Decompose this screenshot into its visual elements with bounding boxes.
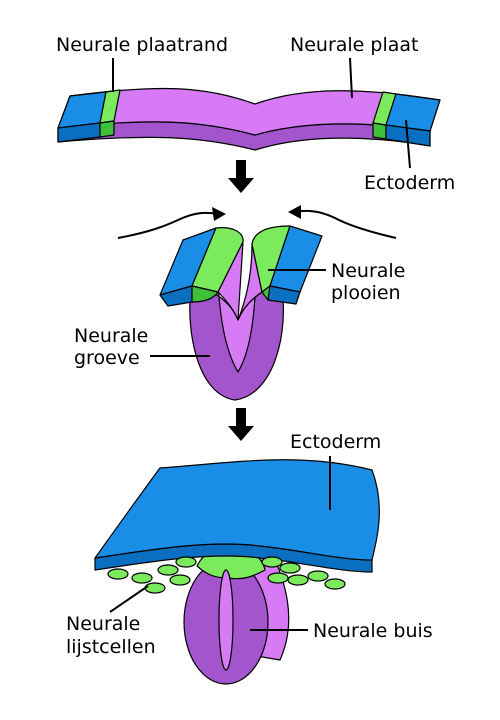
plate-border-left-side xyxy=(99,120,115,138)
stage-neural-tube xyxy=(94,459,380,685)
crest-cell xyxy=(107,568,129,580)
fold-right-inner-wall xyxy=(237,243,263,321)
crest-cell xyxy=(157,564,179,576)
crest-cell xyxy=(261,556,283,568)
crest-cell xyxy=(144,582,166,594)
label-neural-plate: Neurale plaat xyxy=(290,34,418,56)
motion-arrow-right xyxy=(295,209,397,239)
neural-crest-cells xyxy=(107,556,346,594)
crest-cell xyxy=(287,574,309,586)
motion-arrowhead-right xyxy=(288,205,301,219)
arrow-down-1 xyxy=(228,160,254,193)
fold-right-ectoderm-side xyxy=(267,285,301,305)
plate-ectoderm-right-top xyxy=(385,93,441,132)
stage-neural-folds xyxy=(117,205,397,401)
label-neural-tube: Neurale buis xyxy=(313,620,433,642)
crest-cell xyxy=(131,572,153,584)
stage-neural-plate xyxy=(57,87,441,151)
arrow-down-2 xyxy=(228,408,254,441)
leader-neural-plate xyxy=(349,57,353,99)
motion-arrowhead-left xyxy=(212,207,226,221)
crest-cell xyxy=(279,562,301,574)
leader-lines xyxy=(109,57,411,631)
ectoderm-sheet-top xyxy=(94,459,380,561)
crest-cell xyxy=(307,570,329,582)
plate-border-right-side xyxy=(372,122,387,140)
label-neural-folds-line2: plooien xyxy=(331,282,401,304)
tube-lumen xyxy=(218,569,234,671)
label-neural-crest-line1: Neurale xyxy=(66,613,140,635)
label-neural-groove-line2: groeve xyxy=(74,347,140,369)
leader-neural-crest xyxy=(109,585,149,613)
label-neural-folds-line1: Neurale xyxy=(331,260,405,282)
label-neural-plate-border: Neurale plaatrand xyxy=(56,34,228,56)
crest-cell xyxy=(175,556,197,568)
label-ectoderm-top: Ectoderm xyxy=(364,172,455,194)
labels: Neurale plaatrand Neurale plaat Ectoderm… xyxy=(56,34,455,658)
motion-arrow-left xyxy=(117,211,219,239)
label-ectoderm-bottom: Ectoderm xyxy=(290,431,381,453)
crest-cell xyxy=(324,578,346,590)
label-neural-crest-line2: lijstcellen xyxy=(66,636,156,658)
crest-cell xyxy=(169,574,191,586)
leader-ectoderm-top xyxy=(405,119,411,169)
label-neural-groove-line1: Neurale xyxy=(74,325,148,347)
crest-cell xyxy=(267,572,289,584)
